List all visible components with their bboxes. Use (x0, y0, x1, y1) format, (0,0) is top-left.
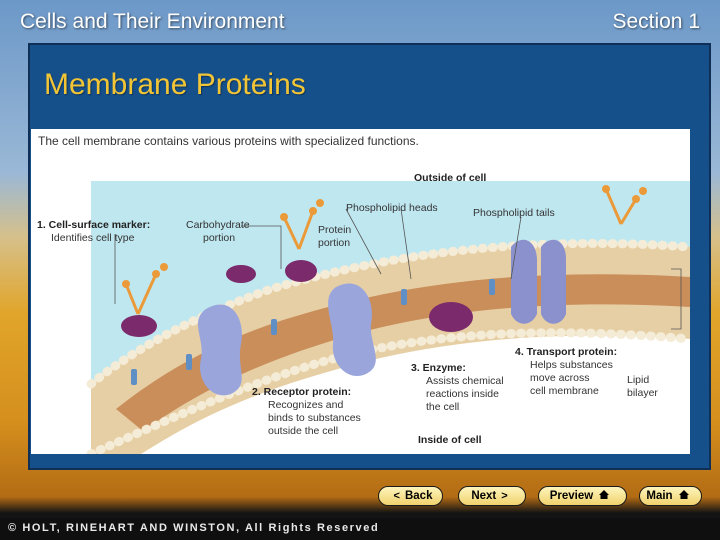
marker-protein-1 (121, 315, 157, 337)
transport-line-2: move across (530, 372, 590, 384)
receptor-title: 2. Receptor protein: (252, 386, 351, 398)
marker-protein-2 (226, 265, 256, 283)
receptor-line-1: Recognizes and (268, 399, 343, 411)
lipid-label-2: bilayer (627, 387, 658, 399)
carb-label-1: Carbohydrate (186, 219, 250, 231)
carb-label-2: portion (203, 232, 235, 244)
enzyme-line-1: Assists chemical (426, 375, 504, 387)
enzyme-line-3: the cell (426, 401, 459, 413)
marker-desc: Identifies cell type (51, 232, 135, 244)
receptor-line-2: binds to substances (268, 412, 361, 424)
marker-protein-3 (285, 260, 317, 282)
back-button[interactable]: < Back (378, 486, 443, 506)
outside-label: Outside of cell (414, 172, 486, 184)
main-button[interactable]: Main (639, 486, 702, 506)
enzyme-protein (429, 302, 473, 332)
receptor-protein-1 (197, 304, 242, 396)
preview-label: Preview (549, 490, 594, 502)
protein-label-1: Protein (318, 224, 351, 236)
transport-protein-left (511, 239, 537, 324)
lipid-label-1: Lipid (627, 374, 649, 386)
membrane-figure: Outside of cell Inside of cell Phospholi… (31, 129, 690, 454)
enzyme-line-2: reactions inside (426, 388, 499, 400)
protein-label-2: portion (318, 237, 350, 249)
figure-caption: The cell membrane contains various prote… (38, 134, 419, 148)
home-icon-main (678, 489, 690, 503)
carbohydrate-beads (122, 185, 647, 288)
membrane-diagram: Outside of cell Inside of cell Phospholi… (37, 172, 690, 454)
footer-bar: © HOLT, RINEHART AND WINSTON, All Rights… (0, 518, 720, 540)
tails-label: Phospholipid tails (473, 207, 555, 219)
home-icon-preview (598, 489, 610, 503)
transport-line-3: cell membrane (530, 385, 599, 397)
back-arrow-icon: < (393, 490, 400, 502)
enzyme-title: 3. Enzyme: (411, 362, 466, 374)
copyright-text: © HOLT, RINEHART AND WINSTON, All Rights… (8, 522, 380, 534)
next-label: Next (471, 490, 497, 502)
transport-protein-right (541, 239, 566, 324)
transport-title: 4. Transport protein: (515, 346, 617, 358)
marker-title: 1. Cell-surface marker: (37, 219, 150, 231)
slide-heading: Membrane Proteins (44, 68, 306, 101)
back-label: Back (404, 490, 433, 502)
extracellular-region (91, 181, 690, 384)
next-arrow-icon: > (501, 490, 508, 502)
chapter-title: Cells and Their Environment (20, 10, 285, 33)
preview-button[interactable]: Preview (538, 486, 627, 506)
transport-line-1: Helps substances (530, 359, 613, 371)
channel-proteins (131, 279, 495, 385)
leader-lines (114, 208, 682, 330)
next-button[interactable]: Next > (458, 486, 526, 506)
heads-label: Phospholipid heads (346, 202, 438, 214)
section-label: Section 1 (612, 10, 700, 33)
navigation-bar: < Back Next > Preview Main (0, 486, 720, 506)
receptor-line-3: outside the cell (268, 425, 338, 437)
carbohydrate-chains (124, 188, 638, 315)
inside-label: Inside of cell (418, 434, 482, 446)
receptor-protein-2 (328, 283, 376, 377)
main-label: Main (646, 490, 673, 502)
